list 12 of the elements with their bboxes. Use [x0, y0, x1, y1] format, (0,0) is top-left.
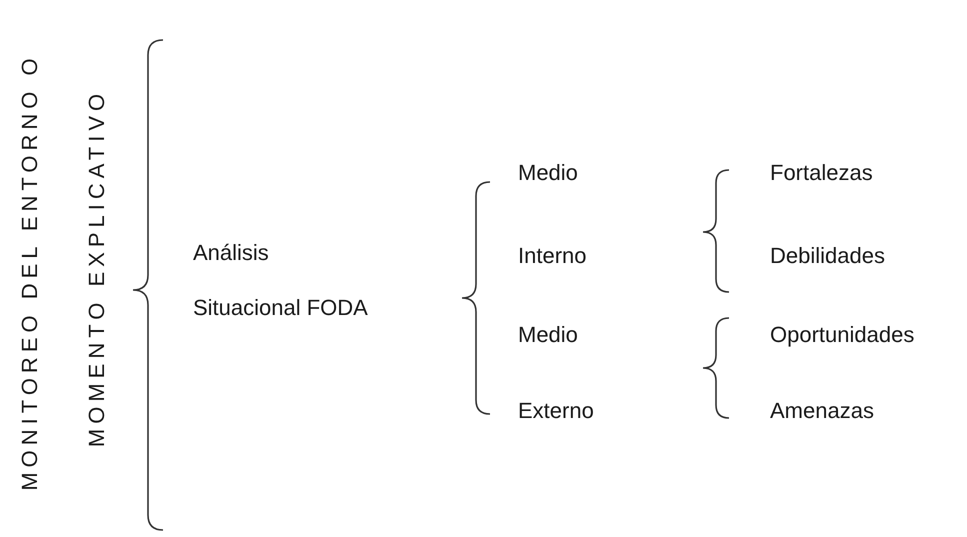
outline-term: Análisis	[193, 242, 269, 264]
outline-term: Oportunidades	[770, 324, 914, 346]
vertical-heading: MOMENTO EXPLICATIVO	[86, 88, 108, 448]
outline-term: Debilidades	[770, 245, 885, 267]
outline-term: Medio	[518, 324, 578, 346]
outline-term: Amenazas	[770, 400, 874, 422]
outline-term: Fortalezas	[770, 162, 873, 184]
outline-term: Situacional FODA	[193, 297, 368, 319]
outline-term: Medio	[518, 162, 578, 184]
vertical-heading: MONITOREO DEL ENTORNO O	[19, 53, 41, 491]
outline-term: Interno	[518, 245, 586, 267]
outline-term: Externo	[518, 400, 594, 422]
